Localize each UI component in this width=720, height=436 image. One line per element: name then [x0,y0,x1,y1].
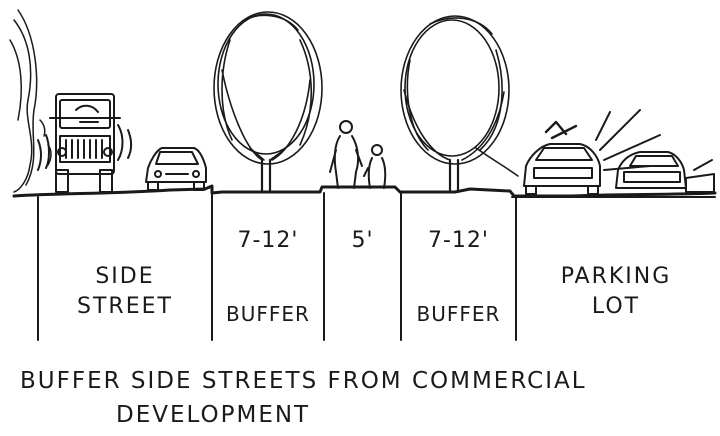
zone-width-buffer-left: 7-12' [237,228,299,253]
zone-label-parking-lot: PARKING LOT [516,262,716,322]
zone-width-buffer-right: 7-12' [428,228,489,253]
zone-label-line1: SIDE [95,264,155,289]
zone-label-line2: STREET [77,294,173,319]
tree-icon-right [400,15,519,192]
car-icon [145,147,207,191]
zone-label-buffer-left: BUFFER [226,302,310,326]
zone-label-side-street: SIDE STREET [38,262,212,322]
shrub-edge-icon [9,9,52,193]
zone-label-buffer-right: BUFFER [416,302,501,326]
zone-label-line2: LOT [591,294,641,319]
truck-icon [37,93,132,193]
zone-label-line1: PARKING [560,264,672,289]
parked-cars-icon [523,109,715,195]
pedestrians-icon [329,120,387,189]
zone-width-sidewalk: 5' [351,228,374,253]
caption-line2: DEVELOPMENT [116,402,311,428]
tree-icon-left [213,11,323,194]
ground-line [12,184,717,198]
diagram-caption: BUFFER SIDE STREETS FROM COMMERCIAL DEVE… [20,364,700,432]
caption-line1: BUFFER SIDE STREETS FROM COMMERCIAL [20,368,587,394]
zone-dividers [37,192,517,341]
